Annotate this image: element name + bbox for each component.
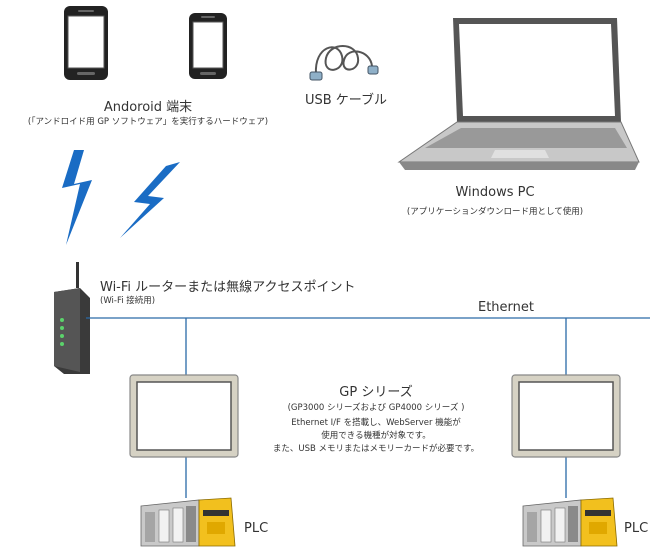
router-subtitle: (Wi-Fi 接続用) [100,296,156,306]
plc-icon-right [522,497,618,547]
android-title: Andoroid 端末 [103,100,193,115]
android-phone-1 [64,6,108,80]
gp-panel-left [129,374,239,458]
plc-label-left: PLC [244,521,269,536]
pc-title: Windows PC [455,185,535,200]
gp-panel-right [511,374,621,458]
gp-note-line: Ethernet I/F を搭載し、WebServer 機能が [291,418,461,428]
wireless-signal-icon-2 [120,162,180,238]
gp-note-line: また、USB メモリまたはメモリーカードが必要です。 [272,444,480,454]
wireless-signal-icon-1 [62,150,92,245]
plc-icon-left [140,497,236,547]
plc-label-right: PLC [624,521,649,536]
android-phone-2 [189,13,227,79]
usb-cable-icon [309,45,379,81]
pc-subtitle: (アプリケーションダウンロード用として使用) [406,207,584,217]
gp-note-line: 使用できる機種が対象です。 [321,431,431,441]
laptop-icon [397,18,640,170]
usb-label: USB ケーブル [304,93,388,108]
gp-subtitle: (GP3000 シリーズおよび GP4000 シリーズ ) [287,403,465,413]
android-subtitle: (「アンドロイド用 GP ソフトウェア」を実行するハードウェア) [27,117,269,127]
ethernet-label: Ethernet [478,300,534,315]
router-title: Wi-Fi ルーターまたは無線アクセスポイント [100,280,356,295]
gp-title: GP シリーズ [339,385,413,400]
wifi-router-icon [54,262,90,374]
